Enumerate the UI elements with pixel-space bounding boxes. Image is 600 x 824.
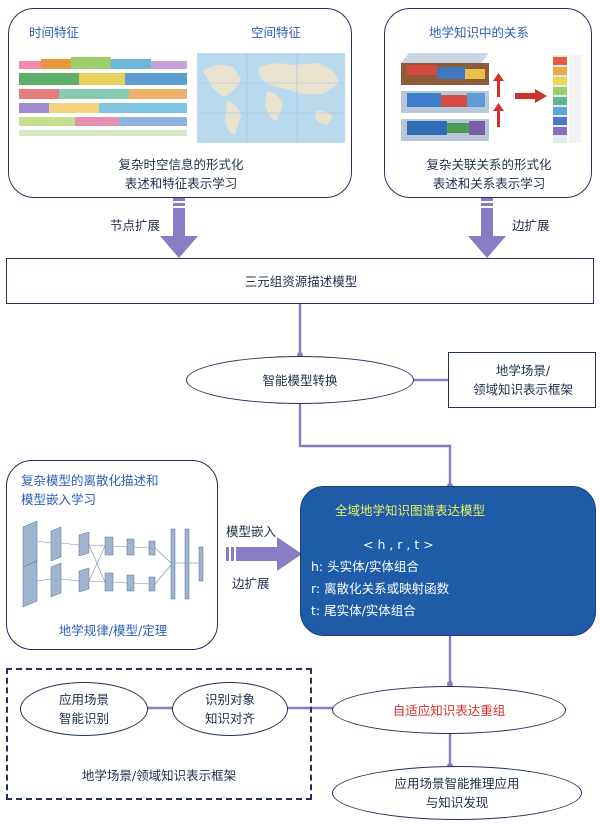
- relations-title: 地学知识中的关系: [429, 25, 530, 40]
- smart-model-conversion: 智能模型转换: [186, 356, 414, 404]
- smart-model-conversion-label: 智能模型转换: [262, 372, 338, 388]
- scene-knowledge-frame-box: 地学场景/ 领域知识表示框架: [448, 352, 596, 408]
- final-line1: 应用场景智能推理应用: [394, 776, 520, 791]
- model-discretization-title-line2: 模型嵌入学习: [21, 492, 97, 507]
- timeline-thumbnail: [19, 53, 187, 143]
- neural-network-thumbnail: [19, 517, 209, 609]
- spatiotemporal-caption-line1: 复杂时空信息的形式化: [118, 157, 244, 172]
- relations-panel: 地学知识中的关系: [384, 8, 592, 198]
- world-map-thumbnail: [197, 53, 345, 143]
- reasoning-discovery: 应用场景智能推理应用 与知识发现: [332, 766, 582, 820]
- object-recognition-text: 识别对象 知识对齐: [205, 690, 255, 728]
- dashed-frame-caption: 地学场景/领域知识表示框架: [81, 768, 237, 783]
- model-discretization-title-line1: 复杂模型的离散化描述和: [21, 473, 159, 488]
- app-scene-line1: 应用场景: [58, 692, 109, 707]
- scene-knowledge-frame-text: 地学场景/ 领域知识表示框架: [449, 361, 597, 399]
- hrt-triple-notation: < h , r , t >: [363, 537, 434, 552]
- relation-line: r: 离散化关系或映射函数: [311, 581, 450, 596]
- spatiotemporal-caption: 复杂时空信息的形式化 表述和特征表示学习: [9, 155, 353, 193]
- model-embed-arrow: [226, 537, 302, 571]
- model-discretization-title: 复杂模型的离散化描述和 模型嵌入学习: [21, 471, 159, 509]
- temporal-feature-label: 时间特征: [29, 25, 80, 40]
- adaptive-knowledge-reorganization: 自适应知识表达重组: [332, 686, 566, 734]
- adaptive-label: 自适应知识表达重组: [392, 702, 506, 718]
- global-kg-title: 全域地学知识图谱表达模型: [335, 503, 486, 518]
- app-scene-recognition: 应用场景 智能识别: [20, 682, 148, 736]
- recog-line1: 识别对象: [204, 692, 255, 707]
- model-discretization-panel: 复杂模型的离散化描述和 模型嵌入学习: [6, 460, 218, 650]
- scene-frame-line1: 地学场景/: [495, 363, 551, 378]
- triple-resource-model-label: 三元组资源描述模型: [244, 274, 358, 289]
- node-expand-label: 节点扩展: [110, 218, 161, 233]
- app-scene-recognition-text: 应用场景 智能识别: [59, 690, 109, 728]
- layered-maps-thumbnail: [397, 49, 583, 145]
- relations-caption: 复杂关联关系的形式化 表述和关系表示学习: [385, 155, 593, 193]
- edge-expand-arrow: [468, 198, 506, 258]
- final-line2: 与知识发现: [425, 795, 489, 810]
- relations-caption-line1: 复杂关联关系的形式化: [426, 157, 552, 172]
- scene-knowledge-dashed-frame: [6, 668, 312, 800]
- edge-expand-label-2: 边扩展: [232, 576, 270, 591]
- global-kg-expression-model-box: 全域地学知识图谱表达模型 < h , r , t > h: 头实体/实体组合 r…: [300, 486, 596, 636]
- tail-entity-line: t: 尾实体/实体组合: [311, 603, 416, 618]
- app-scene-line2: 智能识别: [58, 711, 109, 726]
- model-embed-label: 模型嵌入: [226, 524, 277, 539]
- node-expand-arrow: [160, 198, 198, 258]
- reasoning-discovery-text: 应用场景智能推理应用 与知识发现: [394, 774, 519, 812]
- triple-resource-model-box: 三元组资源描述模型: [6, 258, 594, 304]
- object-recognition-alignment: 识别对象 知识对齐: [172, 682, 288, 736]
- spatiotemporal-panel: 时间特征 空间特征: [8, 8, 352, 198]
- recog-line2: 知识对齐: [204, 711, 255, 726]
- spatiotemporal-caption-line2: 表述和特征表示学习: [124, 176, 238, 191]
- line-smart-to-central: [298, 404, 452, 488]
- relations-caption-line2: 表述和关系表示学习: [432, 176, 546, 191]
- edge-expand-label: 边扩展: [512, 218, 550, 233]
- head-entity-line: h: 头实体/实体组合: [311, 559, 419, 574]
- laws-models-theorems-caption: 地学规律/模型/定理: [58, 623, 168, 638]
- scene-frame-line2: 领域知识表示框架: [472, 382, 573, 397]
- spatial-feature-label: 空间特征: [251, 25, 302, 40]
